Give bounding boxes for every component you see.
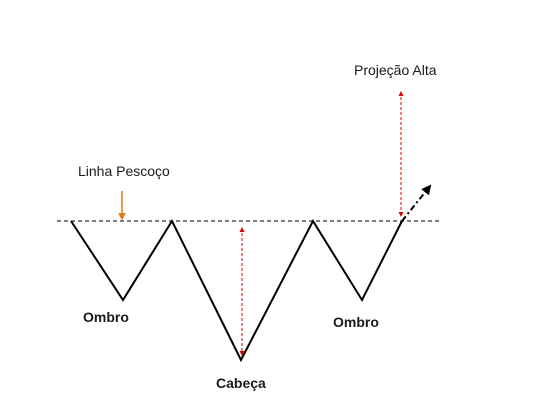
projection-label: Projeção Alta [354,62,437,78]
price-pattern-line [70,218,403,363]
right-shoulder-label: Ombro [333,314,379,330]
neckline-label: Linha Pescoço [78,163,170,179]
left-shoulder-label: Ombro [83,309,129,325]
head-label: Cabeça [216,375,266,391]
breakout-arrow [401,184,432,222]
